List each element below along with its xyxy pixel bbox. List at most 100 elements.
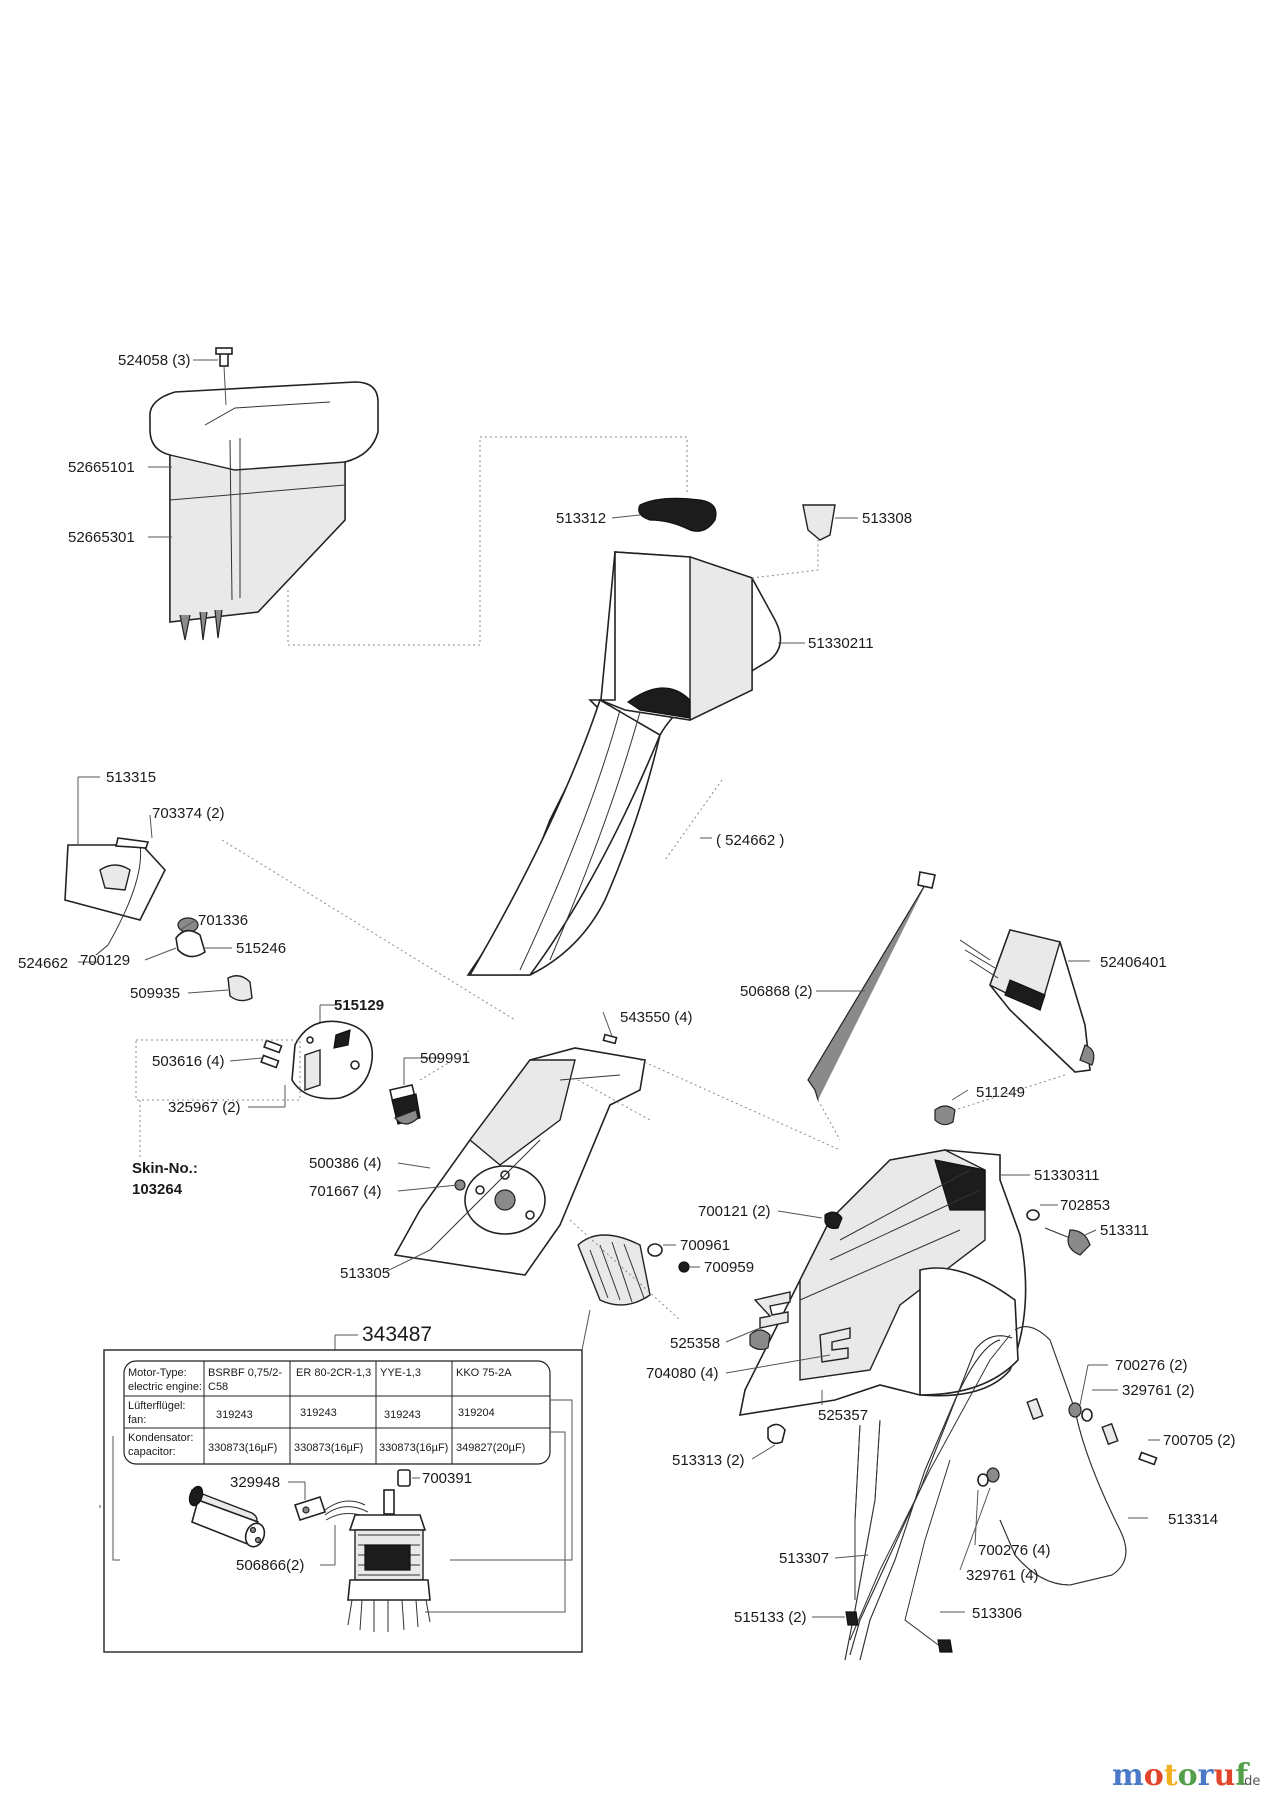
table-rowhead-motor-1: Motor-Type:	[128, 1367, 187, 1379]
label-329948: 329948	[230, 1474, 280, 1491]
label-506866: 506866(2)	[236, 1557, 304, 1574]
table-motor-col1-a: BSRBF 0,75/2-	[208, 1367, 282, 1379]
label-515246: 515246	[236, 940, 286, 957]
label-513305: 513305	[340, 1265, 390, 1282]
table-rowhead-cap-2: capacitor:	[128, 1446, 176, 1458]
label-329761b: 329761 (4)	[966, 1567, 1039, 1584]
label-524662b: 524662	[18, 955, 68, 972]
leader-329761b	[959, 1487, 991, 1571]
dotted-housing-link	[639, 1059, 841, 1151]
leader-capacitor-table	[112, 1436, 120, 1561]
leader-703374	[149, 814, 153, 839]
clamp-329948	[293, 1495, 327, 1522]
table-fan-col2: 319243	[300, 1407, 337, 1419]
leader-513313	[751, 1444, 776, 1460]
table-motor-col1-b: C58	[208, 1381, 228, 1393]
leader-509935	[187, 989, 229, 994]
label-703374: 703374 (2)	[152, 805, 225, 822]
label-343487: 343487	[362, 1323, 432, 1346]
label-704080: 704080 (4)	[646, 1365, 719, 1382]
watermark-suffix: .de	[1240, 1774, 1260, 1789]
leader-513312	[611, 514, 641, 519]
label-506868: 506868 (2)	[740, 983, 813, 1000]
leader-511249	[951, 1089, 969, 1101]
dotted-connector-hopper	[287, 436, 688, 646]
label-52406401: 52406401	[1100, 954, 1167, 971]
dotted-511249	[954, 1074, 1066, 1111]
leader-700121	[777, 1210, 823, 1219]
label-700391: 700391	[422, 1470, 472, 1487]
housing-half-513305	[393, 1033, 646, 1276]
table-rowhead-fan-1: Lüfterflügel:	[128, 1400, 185, 1412]
table-fan-col4: 319204	[458, 1407, 495, 1419]
chute-assembly	[466, 497, 836, 976]
cable-506868	[807, 871, 936, 1141]
table-fan-col1: 319243	[216, 1409, 253, 1421]
label-52665101: 52665101	[68, 459, 135, 476]
leader-704080	[725, 1354, 831, 1374]
table-cap-col3: 330873(16µF)	[379, 1442, 448, 1454]
table-rowhead-cap-1: Kondensator:	[128, 1432, 193, 1444]
label-513314: 513314	[1168, 1511, 1218, 1528]
label-52665301: 52665301	[68, 529, 135, 546]
label-511249: 511249	[976, 1084, 1025, 1101]
dotted-connector-513308	[751, 540, 819, 579]
cutting-disc-515129	[291, 1005, 374, 1100]
capacitor-part	[188, 1485, 266, 1548]
spring-524662	[664, 779, 723, 861]
label-700276b: 700276 (4)	[978, 1542, 1051, 1559]
label-51330311: 51330311	[1034, 1167, 1100, 1184]
switch-box-52406401	[959, 929, 1095, 1073]
leader-701336	[179, 919, 197, 931]
dotted-housing-link-2	[577, 1079, 651, 1121]
part-511249	[934, 1105, 956, 1126]
rotor-assembly	[569, 1219, 690, 1321]
leader-525358	[725, 1327, 761, 1343]
label-509991: 509991	[420, 1050, 470, 1067]
label-500386: 500386 (4)	[309, 1155, 382, 1172]
skin-label-line1: Skin-No.:	[132, 1160, 198, 1177]
table-rowhead-fan-2: fan:	[128, 1414, 146, 1426]
screw-set-503616	[260, 1039, 283, 1069]
label-513311: 513311	[1100, 1222, 1149, 1239]
label-513308: 513308	[862, 510, 912, 527]
label-700705: 700705 (2)	[1163, 1432, 1236, 1449]
dotted-diagonal-1	[221, 839, 516, 1021]
label-701336: 701336	[198, 912, 248, 929]
label-701667: 701667 (4)	[309, 1183, 382, 1200]
label-700961: 700961	[680, 1237, 730, 1254]
leader-503616	[229, 1057, 263, 1062]
leader-513307	[834, 1554, 869, 1559]
label-700129: 700129	[80, 952, 130, 969]
label-513315: 513315	[106, 769, 156, 786]
table-cap-col2: 330873(16µF)	[294, 1442, 363, 1454]
motor-table: Motor-Type: electric engine: Lüfterflüge…	[123, 1360, 551, 1465]
leader-513311	[1084, 1229, 1097, 1236]
leader-701667	[397, 1184, 459, 1192]
label-51330211: 51330211	[808, 635, 874, 652]
table-motor-col2: ER 80-2CR-1,3	[296, 1367, 371, 1379]
leader-motor-table	[425, 1431, 566, 1613]
hopper-assembly	[149, 347, 379, 641]
label-325967: 325967 (2)	[168, 1099, 241, 1116]
table-rowhead-motor-2: electric engine:	[128, 1381, 202, 1393]
label-329761a: 329761 (2)	[1122, 1382, 1195, 1399]
table-motor-col3: YYE-1,3	[380, 1367, 421, 1379]
flap-assembly	[64, 837, 166, 956]
foot-513313	[767, 1423, 786, 1445]
skin-label-line2: 103264	[132, 1181, 183, 1198]
table-fan-col3: 319243	[384, 1409, 421, 1421]
label-513306: 513306	[972, 1605, 1022, 1622]
knob-assembly	[175, 917, 253, 1002]
leader-700276a	[1079, 1364, 1089, 1406]
label-543550: 543550 (4)	[620, 1009, 693, 1026]
table-cap-col1: 330873(16µF)	[208, 1442, 277, 1454]
label-513313: 513313 (2)	[672, 1452, 745, 1469]
leader-fan-table	[450, 1399, 573, 1561]
label-702853: 702853	[1060, 1197, 1110, 1214]
label-700121: 700121 (2)	[698, 1203, 771, 1220]
leader-700276b	[974, 1489, 979, 1546]
label-525358: 525358	[670, 1335, 720, 1352]
